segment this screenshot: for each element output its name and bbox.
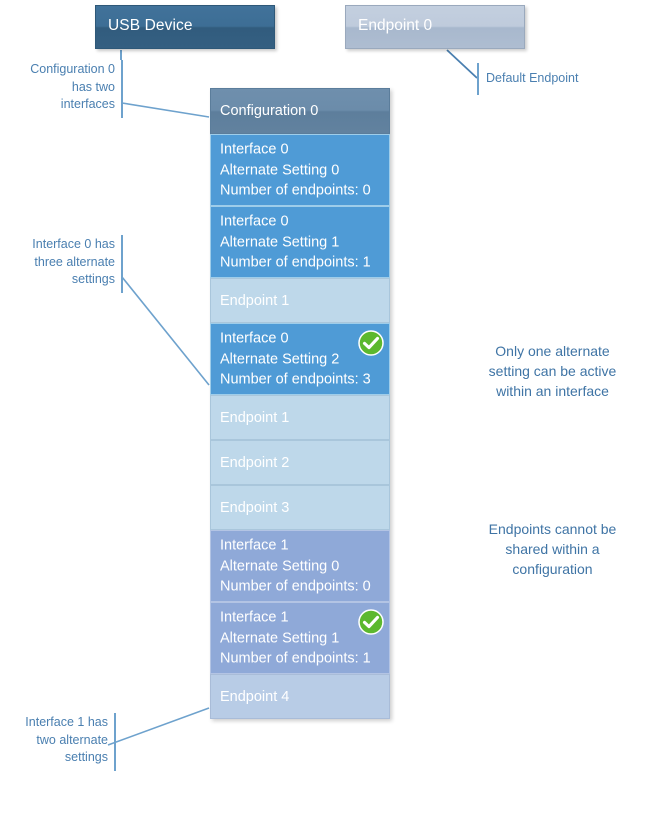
active-check-icon	[358, 330, 384, 356]
row-label: Endpoint 1	[220, 409, 290, 426]
callout-bar-default-endpoint	[477, 63, 479, 95]
interface-row[interactable]: Interface 0 Alternate Setting 0 Number o…	[210, 134, 390, 206]
interface-row[interactable]: Interface 0 Alternate Setting 2 Number o…	[210, 323, 390, 395]
endpoint-row[interactable]: Endpoint 4	[210, 674, 390, 719]
interface-row[interactable]: Interface 1 Alternate Setting 1 Number o…	[210, 602, 390, 674]
row-label: Interface 0 Alternate Setting 1 Number o…	[220, 213, 371, 271]
row-label: Interface 0 Alternate Setting 2 Number o…	[220, 330, 371, 388]
annotation-no-sharing: Endpoints cannot be shared within a conf…	[488, 521, 617, 577]
active-check-icon	[358, 609, 384, 635]
annotation-only-one-active: Only one alternate setting can be active…	[488, 343, 617, 399]
usb-device-box[interactable]: USB Device	[95, 5, 275, 49]
annotation-config-interfaces: Configuration 0 has two interfaces	[30, 62, 115, 111]
annotation-iface1-settings: Interface 1 has two alternate settings	[25, 715, 108, 764]
row-label: Endpoint 1	[220, 292, 290, 309]
configuration-column: Configuration 0 Interface 0 Alternate Set…	[210, 88, 390, 719]
row-label: Endpoint 3	[220, 499, 290, 516]
interface-row[interactable]: Interface 1 Alternate Setting 0 Number o…	[210, 530, 390, 602]
connector-iface1-callout	[107, 707, 210, 746]
row-label: Endpoint 4	[220, 688, 290, 705]
endpoint-row[interactable]: Endpoint 1	[210, 278, 390, 323]
callout-bar-config	[121, 60, 123, 118]
configuration-row[interactable]: Configuration 0	[210, 88, 390, 134]
endpoint0-label: Endpoint 0	[358, 17, 433, 34]
row-label: Interface 1 Alternate Setting 1 Number o…	[220, 609, 371, 667]
connector-iface0-callout	[121, 276, 210, 386]
annotation-iface0-settings: Interface 0 has three alternate settings	[32, 237, 115, 286]
endpoint-row[interactable]: Endpoint 1	[210, 395, 390, 440]
endpoint-row[interactable]: Endpoint 3	[210, 485, 390, 530]
annotation-default-endpoint: Default Endpoint	[486, 71, 579, 85]
callout-bar-iface1	[114, 713, 116, 771]
interface-row[interactable]: Interface 0 Alternate Setting 1 Number o…	[210, 206, 390, 278]
endpoint-row[interactable]: Endpoint 2	[210, 440, 390, 485]
row-label: Interface 1 Alternate Setting 0 Number o…	[220, 537, 371, 595]
endpoint0-box[interactable]: Endpoint 0	[345, 5, 525, 49]
usb-device-label: USB Device	[108, 17, 193, 34]
row-label: Configuration 0	[220, 102, 319, 119]
row-label: Interface 0 Alternate Setting 0 Number o…	[220, 141, 371, 199]
connector-endpoint0-callout	[446, 49, 478, 79]
callout-bar-iface0	[121, 235, 123, 293]
connector-config-callout	[121, 102, 210, 118]
row-label: Endpoint 2	[220, 454, 290, 471]
